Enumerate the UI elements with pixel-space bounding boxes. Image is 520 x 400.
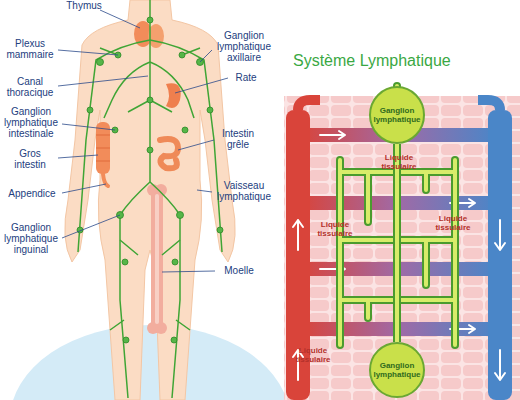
flow-arrows <box>293 220 303 250</box>
organs <box>96 21 181 334</box>
part-label: Ganglion lymphatique inguinal <box>0 222 62 255</box>
diagram-title: Système Lymphatique <box>293 52 451 70</box>
leader-lines <box>175 78 228 93</box>
leader-lines <box>100 10 140 28</box>
fluid-label: Liquide tissulaire <box>290 346 336 364</box>
fluid-label: Liquide tissulaire <box>312 220 358 238</box>
lymph-node-dots <box>122 259 128 265</box>
ground-ellipse <box>10 325 290 400</box>
blood-capillaries <box>478 100 500 110</box>
part-label: Appendice <box>2 188 62 199</box>
lymph-vessels <box>150 182 180 398</box>
lymph-node-shape <box>370 343 424 397</box>
leader-lines <box>58 10 228 272</box>
lymph-node-dots <box>147 97 153 103</box>
leader-lines <box>62 184 106 193</box>
blood-capillaries <box>298 100 320 110</box>
organs <box>96 161 110 162</box>
organs <box>151 188 163 330</box>
leader-lines <box>62 215 120 238</box>
organs <box>160 139 178 168</box>
node-label: Ganglion lymphatique <box>371 361 423 379</box>
lymph-capillary <box>453 160 457 345</box>
part-label: Plexus mammaire <box>2 38 58 60</box>
lymph-node-dots <box>182 127 188 133</box>
flow-arrows <box>495 350 505 380</box>
lymph-vessels <box>78 0 222 398</box>
leader-lines <box>178 140 214 150</box>
organs <box>96 135 110 136</box>
lymph-node-dots <box>77 17 223 343</box>
leader-lines <box>58 76 148 86</box>
lymph-vessels <box>149 0 151 182</box>
lymph-vessel-connector <box>395 144 399 342</box>
organs <box>155 194 159 324</box>
part-label: Moelle <box>214 265 264 276</box>
lymph-node-dots <box>87 107 93 113</box>
lymph-vessels <box>104 62 150 118</box>
part-label: Thymus <box>62 0 106 11</box>
leader-lines <box>58 50 118 55</box>
leader-lines <box>200 50 212 62</box>
part-label: Canal thoracique <box>2 76 58 98</box>
lymph-node-dots <box>123 337 129 343</box>
lymph-capillary <box>340 86 455 345</box>
lymph-node-dots <box>147 17 153 23</box>
lymph-vessels <box>150 40 222 252</box>
organs <box>96 122 110 174</box>
organs <box>166 83 181 108</box>
leader-lines <box>197 190 212 192</box>
leader-lines <box>58 155 98 158</box>
leader-lines <box>162 271 215 272</box>
part-label: Rate <box>226 72 266 83</box>
part-label: Ganglion lymphatique intestinale <box>0 106 62 139</box>
lymph-node-dots <box>147 147 153 153</box>
body-silhouette <box>65 0 235 400</box>
body-silhouette <box>65 0 235 400</box>
lymph-node-dots <box>177 212 184 219</box>
lymph-capillary-outline <box>451 160 459 345</box>
part-label: Ganglion lymphatique axillaire <box>212 30 276 63</box>
part-label: Intestin grêle <box>212 128 264 150</box>
flow-arrows <box>320 131 345 139</box>
lymph-capillary-outline <box>340 86 455 345</box>
blood-capillaries <box>488 110 512 400</box>
part-label: Gros intestin <box>2 148 58 170</box>
lymph-node-dots <box>171 337 177 343</box>
lymph-node-dots <box>97 59 104 66</box>
lymph-node-dots <box>207 107 213 113</box>
lymph-capillary-outline <box>336 160 344 345</box>
fluid-label: Liquide tissulaire <box>376 153 422 171</box>
organs <box>96 148 110 149</box>
lymph-node-dots <box>179 52 185 58</box>
blood-capillaries <box>286 100 512 400</box>
lymph-node-shape <box>370 87 424 143</box>
lymph-vessel-connector <box>393 144 401 342</box>
lymph-vessels <box>78 40 150 252</box>
part-label: Vaisseau lymphatique <box>212 180 276 202</box>
lymph-vessels <box>120 182 150 398</box>
lymph-vessel-connector <box>397 144 398 342</box>
lymph-capillary <box>338 160 342 345</box>
leader-lines <box>62 124 115 130</box>
fluid-label: Liquide tissulaire <box>430 214 476 232</box>
lymph-node-circle: Ganglion lymphatique <box>369 86 425 144</box>
lymph-node-dots <box>172 259 178 265</box>
lymph-node-circle: Ganglion lymphatique <box>369 342 425 398</box>
lymph-node-dots <box>217 227 223 233</box>
ground-ellipse <box>10 325 290 400</box>
node-label: Ganglion lymphatique <box>371 106 423 124</box>
flow-arrows <box>495 220 505 250</box>
lymph-vessels <box>150 62 194 118</box>
lymph-vessels <box>110 240 190 330</box>
